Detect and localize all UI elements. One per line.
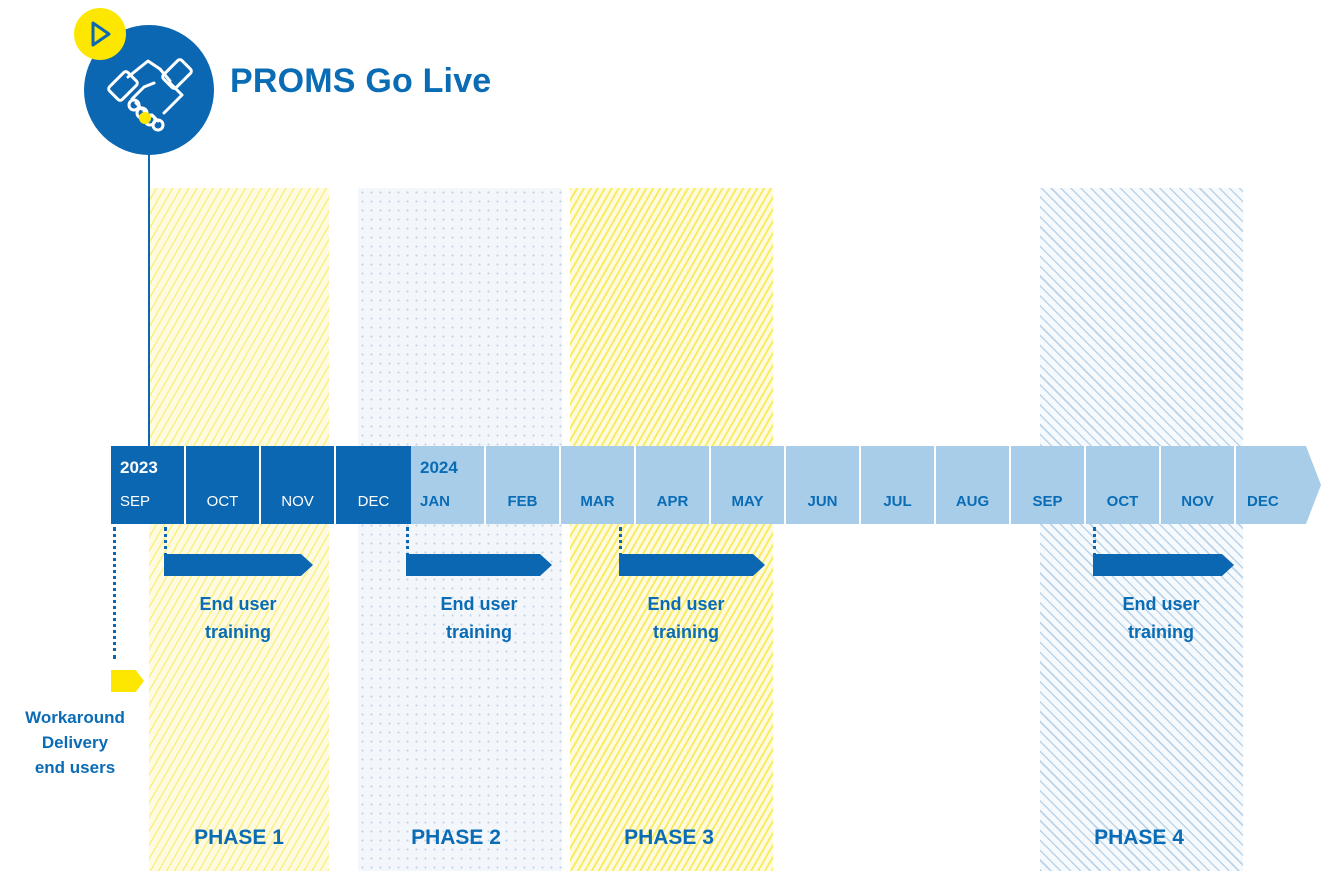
month-label: OCT (1106, 493, 1139, 510)
milestone-label-line: end users (34, 758, 116, 777)
training-arrow (406, 554, 552, 576)
training-label-line: training (1128, 622, 1194, 642)
month-cell: FEB (486, 446, 561, 524)
month-label: AUG (955, 493, 990, 510)
milestone-label-line: Delivery (41, 733, 109, 752)
training-label: End user training (606, 590, 766, 646)
month-label: DEC (1247, 493, 1279, 510)
training-label-line: End user (199, 594, 277, 614)
training-label-line: training (205, 622, 271, 642)
milestone-flag-icon (111, 670, 144, 692)
page-title: PROMS Go Live (230, 62, 492, 100)
training-label-line: End user (1122, 594, 1200, 614)
training-arrow (1093, 554, 1234, 576)
training-arrow (164, 554, 313, 576)
training-label-line: training (653, 622, 719, 642)
month-label: DEC (357, 493, 390, 510)
phase-3-band (570, 188, 773, 871)
year-label: 2023 (120, 458, 158, 477)
month-label: JUL (883, 493, 912, 510)
month-label: JAN (420, 493, 451, 510)
phase-4-band (1040, 188, 1243, 871)
training-label: End user training (158, 590, 318, 646)
month-label: NOV (1181, 493, 1214, 510)
month-cell: JUN (786, 446, 861, 524)
month-cell: APR (636, 446, 711, 524)
month-label: MAY (731, 493, 764, 510)
go-live-connector-line (148, 150, 150, 448)
month-cell: DEC (336, 446, 411, 524)
training-label: End user training (1081, 590, 1241, 646)
training-arrow (619, 554, 765, 576)
month-cell: OCT (1086, 446, 1161, 524)
month-cell: SEP (1011, 446, 1086, 524)
phase-label: PHASE 2 (411, 826, 501, 849)
milestone-label-line: Workaround (25, 708, 125, 727)
training-dotted-line (1093, 527, 1096, 557)
month-label: NOV (281, 493, 314, 510)
month-cell: 2024 JAN (411, 446, 486, 524)
phase-1-band (149, 188, 329, 871)
phase-label: PHASE 1 (194, 826, 284, 849)
month-cell: MAR (561, 446, 636, 524)
month-label: SEP (120, 493, 151, 510)
month-label: JUN (807, 493, 838, 510)
training-label-line: training (446, 622, 512, 642)
training-label-line: End user (440, 594, 518, 614)
training-dotted-line (406, 527, 409, 557)
training-label: End user training (399, 590, 559, 646)
year-label: 2024 (420, 458, 458, 477)
month-label: OCT (206, 493, 239, 510)
month-label: APR (656, 493, 689, 510)
month-cell: NOV (1161, 446, 1236, 524)
month-cell: AUG (936, 446, 1011, 524)
month-label: SEP (1032, 493, 1063, 510)
month-cell: NOV (261, 446, 336, 524)
month-cell: 2023 SEP (111, 446, 186, 524)
phase-2-band (358, 188, 562, 871)
month-label: FEB (507, 493, 538, 510)
training-dotted-line (619, 527, 622, 557)
timeline-bar: 2023 SEP OCT NOV DEC 2024 JAN FEB MAR AP… (111, 446, 1321, 524)
play-icon (74, 8, 126, 60)
phase-label: PHASE 3 (624, 826, 714, 849)
month-cell: DEC (1236, 446, 1321, 524)
month-cell: JUL (861, 446, 936, 524)
month-cell: MAY (711, 446, 786, 524)
milestone-label: Workaround Delivery end users (0, 705, 150, 780)
month-label: MAR (580, 493, 615, 510)
month-cell: OCT (186, 446, 261, 524)
training-dotted-line (164, 527, 167, 557)
phase-label: PHASE 4 (1094, 826, 1184, 849)
training-label-line: End user (647, 594, 725, 614)
milestone-dotted-line (113, 527, 116, 659)
